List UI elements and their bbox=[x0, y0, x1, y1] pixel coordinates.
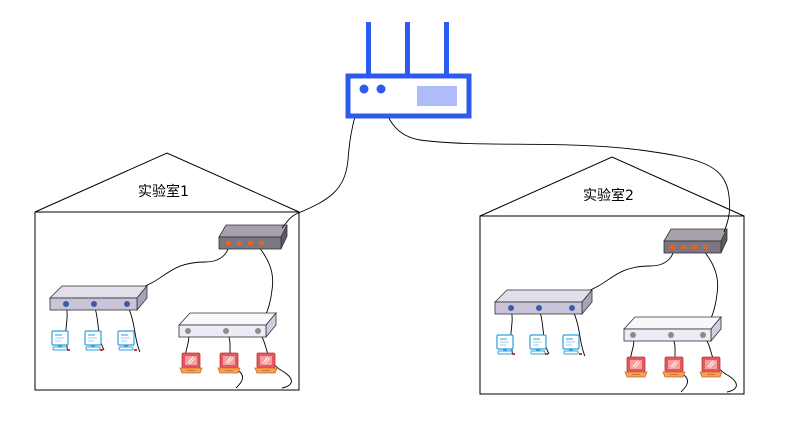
lab-2-laptop-switch[interactable] bbox=[623, 315, 722, 343]
lab-2-room bbox=[479, 215, 745, 395]
desktop-computer-icon[interactable] bbox=[84, 330, 102, 351]
router-port bbox=[376, 84, 386, 94]
lab-1: 实验室1 bbox=[34, 152, 300, 391]
desktop-computer-icon[interactable] bbox=[529, 334, 547, 355]
lab-1-laptop-switch[interactable] bbox=[178, 311, 277, 339]
wifi-router-icon[interactable] bbox=[345, 22, 472, 119]
uplink-cables bbox=[281, 90, 731, 233]
lab-1-core-switch[interactable] bbox=[218, 224, 288, 250]
router-panel bbox=[417, 86, 457, 106]
lab-2-label: 实验室2 bbox=[583, 187, 634, 204]
laptop-icon[interactable] bbox=[699, 356, 723, 378]
laptop-icon[interactable] bbox=[624, 356, 648, 378]
lab-1-roof bbox=[34, 152, 300, 213]
desktop-computer-icon[interactable] bbox=[51, 330, 69, 351]
router-port bbox=[359, 84, 369, 94]
desktop-computer-icon[interactable] bbox=[117, 330, 135, 351]
lab-2: 实验室2 bbox=[479, 156, 745, 395]
lab-2-core-switch[interactable] bbox=[663, 228, 728, 254]
laptop-icon[interactable] bbox=[217, 352, 241, 374]
laptop-icon[interactable] bbox=[662, 356, 686, 378]
lab-1-pc-switch[interactable] bbox=[49, 284, 148, 312]
laptop-icon[interactable] bbox=[254, 352, 278, 374]
desktop-computer-icon[interactable] bbox=[562, 334, 580, 355]
lab-1-label: 实验室1 bbox=[138, 183, 189, 200]
lab-2-roof bbox=[479, 156, 745, 217]
desktop-computer-icon[interactable] bbox=[496, 334, 514, 355]
lab-2-cables bbox=[510, 247, 737, 393]
laptop-icon[interactable] bbox=[179, 352, 203, 374]
lab-1-room bbox=[34, 211, 300, 391]
lab-2-pc-switch[interactable] bbox=[494, 288, 593, 316]
router-antenna bbox=[444, 22, 449, 78]
router-antenna bbox=[366, 22, 371, 78]
router-antenna bbox=[405, 22, 410, 78]
